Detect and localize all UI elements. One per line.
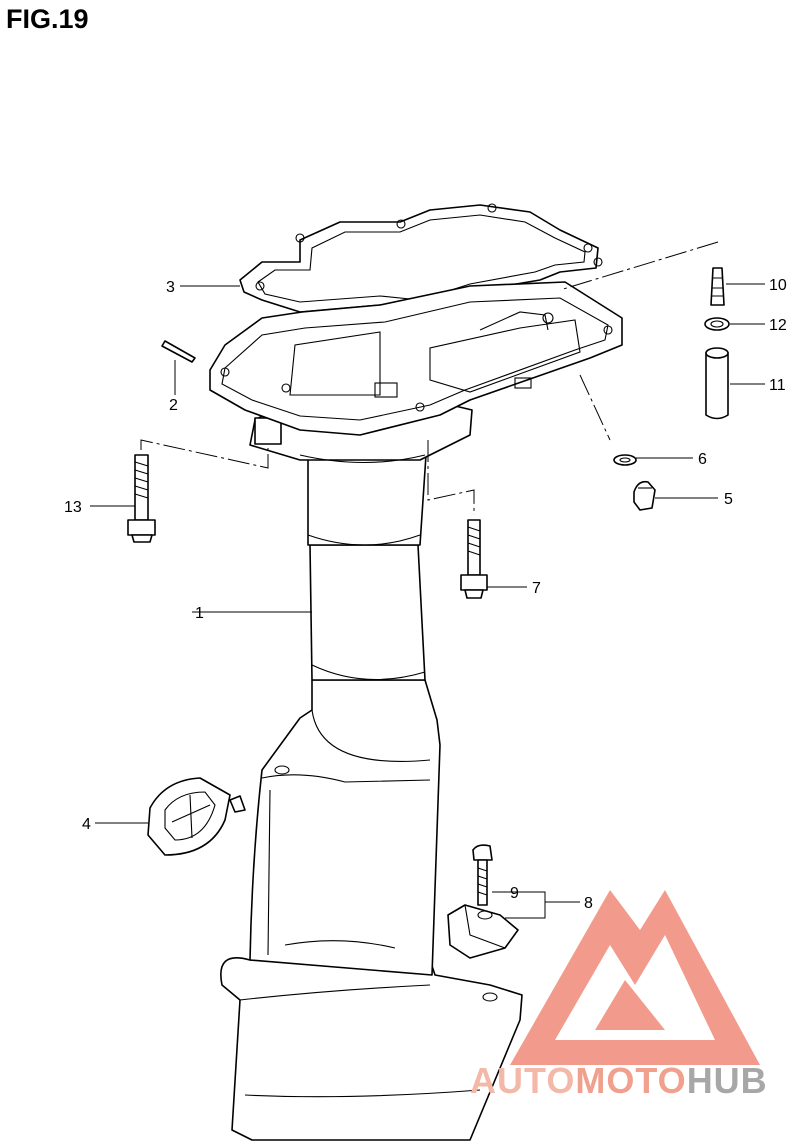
screw-9 — [472, 844, 493, 906]
hose-clip — [704, 317, 730, 331]
drain-washer — [613, 454, 637, 466]
anode-8 — [447, 904, 519, 959]
drain-plug — [633, 480, 656, 511]
callout-7: 7 — [532, 580, 541, 597]
watermark-logo — [510, 890, 760, 1065]
callout-13: 13 — [64, 499, 82, 516]
bolt-7 — [460, 519, 488, 599]
callout-9: 9 — [510, 885, 519, 902]
inspection-cover — [147, 777, 246, 856]
figure-title: FIG.19 — [6, 4, 89, 34]
align-line-7 — [427, 440, 475, 515]
callout-10: 10 — [769, 277, 787, 294]
callout-6: 6 — [698, 451, 707, 468]
drive-shaft-housing — [220, 394, 523, 1141]
leader-8 — [492, 891, 580, 919]
callout-2: 2 — [169, 397, 178, 414]
callout-1: 1 — [195, 605, 204, 622]
align-line-13 — [140, 439, 269, 469]
bolt-13 — [127, 454, 156, 543]
water-nipple — [710, 267, 725, 306]
water-hose — [705, 347, 729, 420]
align-line-10 — [559, 241, 719, 291]
callout-3: 3 — [166, 279, 175, 296]
watermark-text: AUTOMOTOHUB — [470, 1060, 768, 1102]
callout-11: 11 — [769, 377, 786, 394]
dowel-pin — [161, 340, 196, 363]
callout-8: 8 — [584, 895, 593, 912]
watermark-moto: MOTO — [575, 1060, 687, 1101]
watermark-hub: HUB — [686, 1060, 768, 1101]
align-line-6 — [579, 374, 611, 441]
upper-adapter-assembly — [209, 203, 623, 436]
watermark-auto: AUTO — [470, 1060, 576, 1101]
callout-4: 4 — [82, 816, 91, 833]
callout-5: 5 — [724, 491, 733, 508]
callout-12: 12 — [769, 317, 787, 334]
